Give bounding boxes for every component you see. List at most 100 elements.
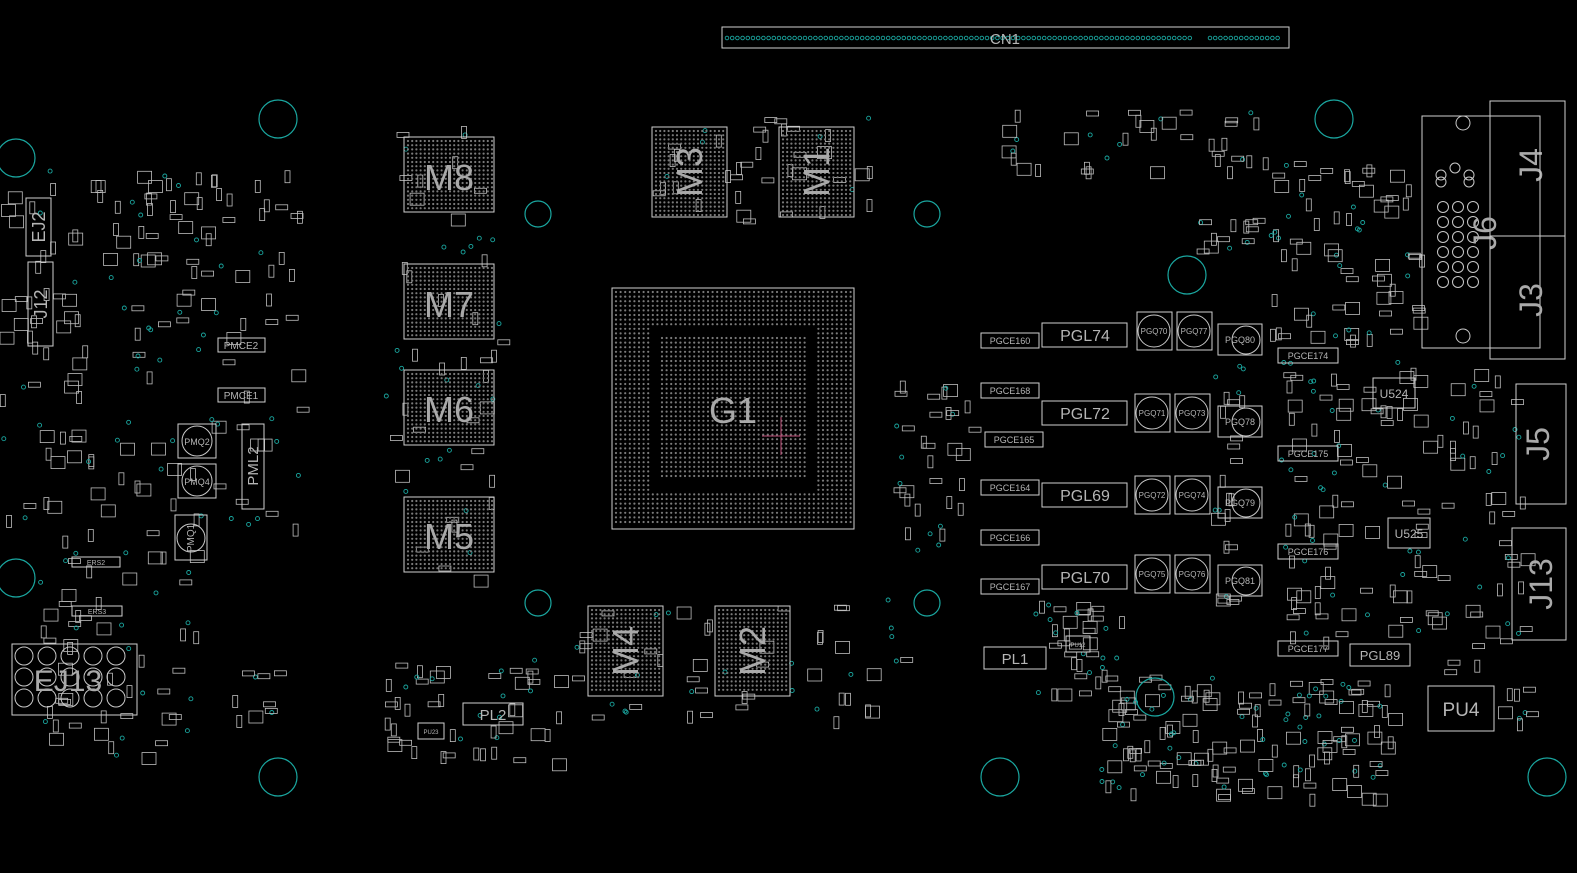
resistor-ers3-label: ERS3	[88, 609, 106, 616]
transistor-pmq4-label: PMQ4	[184, 477, 210, 487]
connector-j13[interactable]: J13	[1511, 527, 1567, 641]
memory-m1[interactable]: M1	[778, 126, 855, 218]
connector-ej13-label: EJ13	[34, 665, 102, 698]
connector-ej13[interactable]: EJ13	[11, 643, 138, 716]
connector-j13-label: J13	[1523, 558, 1559, 610]
inductor-pl1-label: PL1	[1002, 651, 1029, 668]
connector-cn1-label: CN1	[990, 31, 1020, 48]
cap-pgce165-label: PGCE165	[994, 435, 1035, 445]
cap-pgce167[interactable]: PGCE167	[980, 578, 1040, 595]
inductor-pgl89[interactable]: PGL89	[1349, 643, 1411, 667]
memory-m6[interactable]: M6	[403, 369, 495, 446]
memory-m4[interactable]: M4	[587, 605, 664, 697]
mosfet-pgq70-label: PGQ70	[1141, 327, 1168, 336]
cap-pgce177[interactable]: PGCE177	[1277, 640, 1339, 657]
cap-pgce175[interactable]: PGCE175	[1277, 445, 1339, 462]
cap-pmce1[interactable]: PMCE1	[217, 387, 266, 403]
cap-pgce165[interactable]: PGCE165	[984, 431, 1044, 448]
connector-j6[interactable]: J6	[1421, 115, 1541, 349]
regulator-pu12[interactable]: PU12	[1065, 635, 1091, 653]
regulator-pu12-label: PU12	[1070, 643, 1086, 649]
connector-j4[interactable]: J4	[1489, 100, 1566, 237]
connector-ej2[interactable]: EJ2	[25, 197, 52, 257]
memory-m8[interactable]: M8	[403, 136, 495, 213]
gpu-g1-label: G1	[709, 390, 757, 431]
inductor-pgl72[interactable]: PGL72	[1041, 400, 1128, 426]
memory-m5[interactable]: M5	[403, 496, 495, 573]
memory-m5-label: M5	[424, 516, 474, 557]
connector-j12[interactable]: J12	[27, 261, 54, 347]
inductor-pgl70-label: PGL70	[1060, 570, 1110, 587]
inductor-pgl72-label: PGL72	[1060, 406, 1110, 423]
inductor-pgl74[interactable]: PGL74	[1041, 322, 1128, 348]
mosfet-pgq77[interactable]: PGQ77	[1176, 311, 1213, 351]
mosfet-pgq72[interactable]: PGQ72	[1134, 475, 1171, 515]
cap-pmce1-label: PMCE1	[224, 391, 259, 402]
resistor-ers3[interactable]: ERS3	[71, 605, 123, 617]
transistor-pmq1[interactable]: PMQ1	[174, 514, 208, 561]
cap-pgce175-label: PGCE175	[1288, 449, 1329, 459]
connector-j6-label: J6	[1467, 216, 1503, 250]
inductor-pl1[interactable]: PL1	[983, 646, 1047, 670]
connector-cn1[interactable]: CN1	[721, 26, 1290, 49]
mosfet-pgq76[interactable]: PGQ76	[1174, 554, 1211, 594]
memory-m4-label: M4	[605, 626, 646, 676]
inductor-pgl69[interactable]: PGL69	[1041, 482, 1128, 508]
cap-pgce174[interactable]: PGCE174	[1277, 347, 1339, 364]
mosfet-pgq79[interactable]: PGQ79	[1217, 486, 1263, 519]
connector-j5-label: J5	[1520, 427, 1556, 461]
memory-m2[interactable]: M2	[714, 605, 791, 697]
cap-pgce164[interactable]: PGCE164	[980, 479, 1040, 496]
gpu-g1[interactable]: G1	[611, 287, 855, 530]
inductor-pgl69-label: PGL69	[1060, 488, 1110, 505]
cap-pgce177-label: PGCE177	[1288, 644, 1329, 654]
cap-pgce174-label: PGCE174	[1288, 351, 1329, 361]
cap-pmce2[interactable]: PMCE2	[217, 337, 266, 353]
ic-u525-label: U525	[1395, 527, 1424, 541]
connector-j3[interactable]: J3	[1489, 235, 1566, 360]
mosfet-pgq74[interactable]: PGQ74	[1174, 475, 1211, 515]
cap-pmce2-label: PMCE2	[224, 341, 259, 352]
cap-pgce166[interactable]: PGCE166	[980, 529, 1040, 546]
regulator-pu4[interactable]: PU4	[1427, 685, 1495, 732]
connector-j3-label: J3	[1513, 283, 1549, 317]
mosfet-pgq71[interactable]: PGQ71	[1134, 393, 1171, 433]
mosfet-pgq80[interactable]: PGQ80	[1217, 323, 1263, 356]
mosfet-pgq78-label: PGQ78	[1225, 417, 1255, 427]
cap-pgce176[interactable]: PGCE176	[1277, 543, 1339, 560]
memory-m3[interactable]: M3	[651, 126, 728, 218]
mosfet-pgq78[interactable]: PGQ78	[1217, 405, 1263, 438]
inductor-pl2[interactable]: PL2	[462, 702, 524, 726]
ic-u524[interactable]: U524	[1372, 377, 1416, 409]
memory-m6-label: M6	[424, 389, 474, 430]
inductor-pml2-label: PML2	[245, 446, 262, 485]
cap-pgce160[interactable]: PGCE160	[980, 332, 1040, 349]
inductor-pgl70[interactable]: PGL70	[1041, 564, 1128, 590]
memory-m7[interactable]: M7	[403, 263, 495, 340]
ic-u524-label: U524	[1380, 387, 1409, 401]
mosfet-pgq76-label: PGQ76	[1179, 570, 1206, 579]
regulator-pu23[interactable]: PU23	[417, 722, 445, 740]
cap-pgce168[interactable]: PGCE168	[980, 382, 1040, 399]
transistor-pmq1-label: PMQ1	[186, 523, 197, 552]
transistor-pmq4[interactable]: PMQ4	[177, 463, 217, 499]
mosfet-pgq75[interactable]: PGQ75	[1134, 554, 1171, 594]
connector-j12-label: J12	[31, 289, 51, 318]
mosfet-pgq81[interactable]: PGQ81	[1217, 564, 1263, 597]
mosfet-pgq79-label: PGQ79	[1225, 498, 1255, 508]
mounting-holes	[0, 99, 1567, 797]
cap-pgce166-label: PGCE166	[990, 533, 1031, 543]
resistor-ers2[interactable]: ERS2	[71, 556, 121, 568]
mosfet-pgq70[interactable]: PGQ70	[1136, 311, 1173, 351]
memory-m1-label: M1	[796, 147, 837, 197]
connector-j5[interactable]: J5	[1515, 383, 1567, 505]
transistor-pmq2-label: PMQ2	[184, 437, 210, 447]
regulator-pu23-label: PU23	[423, 730, 439, 736]
connector-j4-label: J4	[1513, 148, 1549, 182]
inductor-pml2[interactable]: PML2	[241, 423, 265, 510]
mosfet-pgq73[interactable]: PGQ73	[1174, 393, 1211, 433]
ic-u525[interactable]: U525	[1387, 517, 1431, 549]
transistor-pmq2[interactable]: PMQ2	[177, 423, 217, 459]
small-components-layer	[0, 109, 1539, 807]
